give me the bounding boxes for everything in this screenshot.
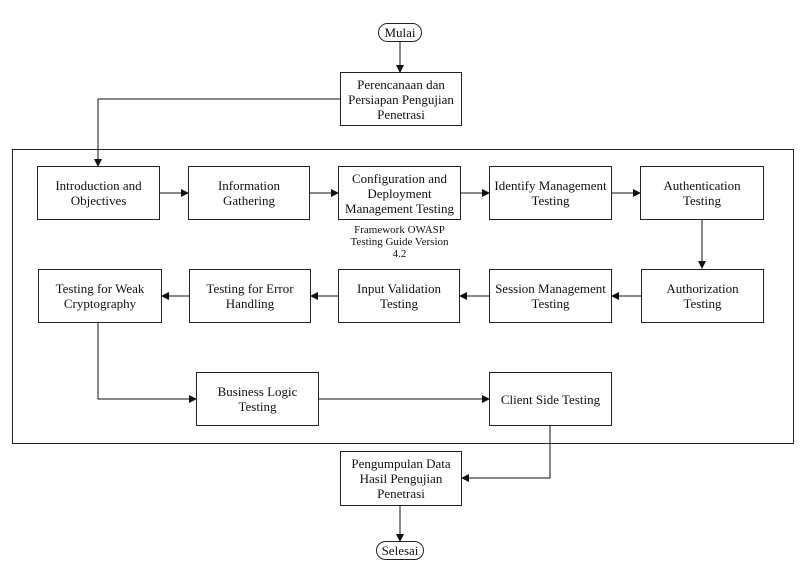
session-mgmt-label: Session Management Testing <box>495 281 606 311</box>
client-side-step: Client Side Testing <box>489 372 612 426</box>
info-gathering-label: Information Gathering <box>217 178 281 208</box>
start-label: Mulai <box>384 25 416 40</box>
data-collection-step: Pengumpulan Data Hasil Pengujian Penetra… <box>340 451 462 506</box>
end-label: Selesai <box>381 543 419 558</box>
input-validation-step: Input Validation Testing <box>338 269 460 323</box>
identify-mgmt-step: Identify Management Testing <box>489 166 612 220</box>
input-validation-label: Input Validation Testing <box>357 281 441 311</box>
intro-label: Introduction and Objectives <box>55 178 142 208</box>
owasp-framework-frame <box>12 149 794 444</box>
edge-crypto-business <box>97 323 197 403</box>
client-side-label: Client Side Testing <box>500 391 601 407</box>
config-deploy-step: Configuration and Deployment Management … <box>338 166 461 220</box>
info-gathering-step: Information Gathering <box>188 166 310 220</box>
plan-label: Perencanaan dan Persiapan Pengujian Pene… <box>348 76 454 122</box>
intro-step: Introduction and Objectives <box>37 166 160 220</box>
authorization-step: Authorization Testing <box>641 269 764 323</box>
config-deploy-label: Configuration and Deployment Management … <box>345 170 454 216</box>
identify-mgmt-label: Identify Management Testing <box>494 178 607 208</box>
weak-crypto-label: Testing for Weak Cryptography <box>55 281 145 311</box>
end-terminal: Selesai <box>376 541 424 560</box>
authorization-label: Authorization Testing <box>666 281 739 311</box>
authentication-label: Authentication Testing <box>663 178 741 208</box>
authentication-step: Authentication Testing <box>640 166 764 220</box>
start-terminal: Mulai <box>378 23 422 42</box>
business-logic-step: Business Logic Testing <box>196 372 319 426</box>
session-mgmt-step: Session Management Testing <box>489 269 612 323</box>
edge-plan-intro <box>94 98 340 167</box>
plan-step: Perencanaan dan Persiapan Pengujian Pene… <box>340 72 462 126</box>
data-collection-label: Pengumpulan Data Hasil Pengujian Penetra… <box>351 456 451 501</box>
error-handling-label: Testing for Error Handling <box>206 281 294 311</box>
weak-crypto-step: Testing for Weak Cryptography <box>38 269 162 323</box>
framework-label: Framework OWASP Testing Guide Version 4.… <box>350 224 449 260</box>
error-handling-step: Testing for Error Handling <box>189 269 311 323</box>
business-logic-label: Business Logic Testing <box>217 384 298 414</box>
